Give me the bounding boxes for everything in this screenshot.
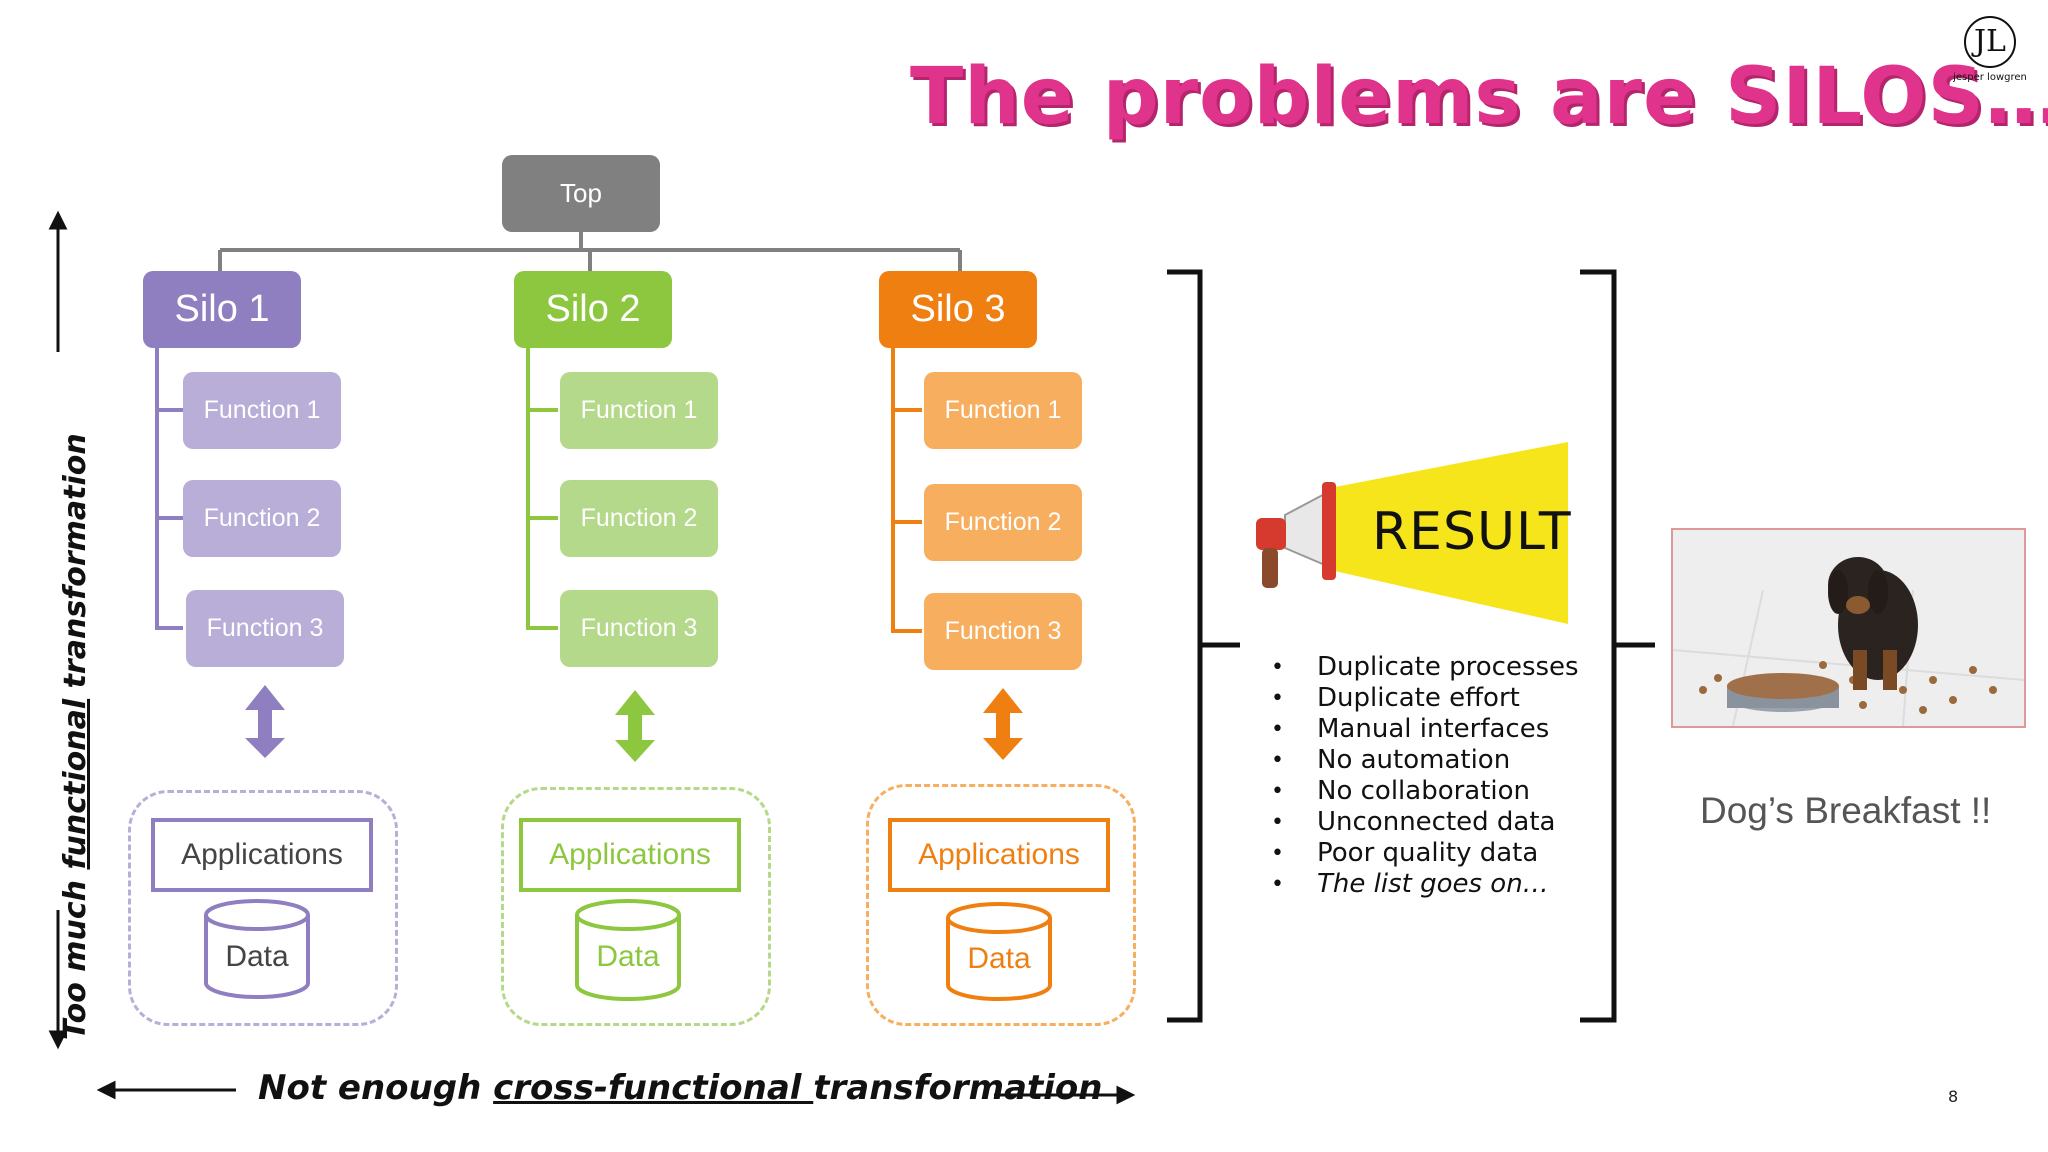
side-arrow-up: [48, 210, 68, 352]
silo1-data-cylinder: [204, 899, 310, 999]
top-node: Top: [502, 155, 660, 232]
silo-3-systems-group: [866, 784, 1136, 1026]
silo-2-function-2: Function 2: [560, 480, 718, 557]
bottom-arrow-right: [994, 1085, 1136, 1105]
silo2-data-cylinder: [575, 899, 681, 1001]
silo-3-function-3: Function 3: [924, 593, 1082, 670]
result-label: RESULT: [1372, 502, 1572, 562]
slide-title: The problems are SILOS…: [910, 52, 2048, 142]
result-item: Poor quality data: [1265, 838, 1579, 869]
silo-2-data-label: Data: [596, 940, 660, 973]
silo-1-function-3: Function 3: [186, 590, 344, 667]
result-item: No automation: [1265, 745, 1579, 776]
result-item: No collaboration: [1265, 776, 1579, 807]
dog-caption: Dog’s Breakfast !!: [1700, 790, 1992, 831]
silo-3-function-1: Function 1: [924, 372, 1082, 449]
bottom-arrow-left: [96, 1080, 236, 1100]
silo-1-data-label: Data: [225, 940, 289, 973]
bottom-label-start: Not enough: [258, 1068, 494, 1108]
side-label-emphasis: functional: [58, 698, 93, 870]
logo-mark: JL: [1964, 16, 2016, 68]
silo-1-function-2: Function 2: [183, 480, 341, 557]
brand-logo: JL jesper lowgren: [1950, 16, 2030, 83]
silo-3-function-2: Function 2: [924, 484, 1082, 561]
bottom-axis-label: Not enough cross-functional transformati…: [258, 1068, 1102, 1108]
logo-name: jesper lowgren: [1953, 72, 2027, 83]
result-item: Unconnected data: [1265, 807, 1579, 838]
silo-3-applications: Applications: [888, 818, 1110, 892]
result-brace: [1167, 269, 1240, 1023]
silo-3-data-label: Data: [967, 942, 1031, 975]
side-arrow-down: [48, 910, 68, 1050]
megaphone-icon: [1256, 442, 1568, 624]
result-item: Manual interfaces: [1265, 714, 1579, 745]
silo2-double-arrow: [615, 690, 655, 762]
silo-1-function-1: Function 1: [183, 372, 341, 449]
silo3-data-cylinder: [946, 902, 1052, 1001]
silo-3-header: Silo 3: [879, 271, 1037, 348]
result-item: Duplicate effort: [1265, 683, 1579, 714]
silo-1-applications: Applications: [151, 818, 373, 892]
silo3-branch-lines: [891, 348, 922, 633]
page-number: 8: [1948, 1087, 1959, 1106]
side-label-start: Too much: [58, 869, 93, 1040]
silo-2-header: Silo 2: [514, 271, 672, 348]
silo3-double-arrow: [983, 688, 1023, 760]
result-item: Duplicate processes: [1265, 652, 1579, 683]
bottom-label-emphasis: cross-functional: [493, 1068, 814, 1108]
dog-brace: [1580, 269, 1655, 1023]
silo-1-systems-group: [128, 790, 398, 1026]
side-label-end: transformation: [58, 433, 93, 699]
silo-1-header: Silo 1: [143, 271, 301, 348]
top-tree-lines: [218, 232, 962, 271]
result-item-last: The list goes on…: [1265, 869, 1579, 900]
silo-2-function-1: Function 1: [560, 372, 718, 449]
silo-2-function-3: Function 3: [560, 590, 718, 667]
dog-photo: [1671, 528, 2026, 728]
dog-illustration: [1673, 530, 2024, 726]
silo-2-systems-group: [501, 787, 771, 1026]
silo-2-applications: Applications: [519, 818, 741, 892]
silo1-double-arrow: [245, 685, 285, 758]
silo2-branch-lines: [526, 348, 558, 630]
side-axis-label: Too much functional transformation: [58, 433, 93, 1040]
result-list: Duplicate processes Duplicate effort Man…: [1265, 652, 1579, 900]
bottom-label-end: transformation: [813, 1068, 1103, 1108]
silo1-branch-lines: [155, 348, 183, 630]
